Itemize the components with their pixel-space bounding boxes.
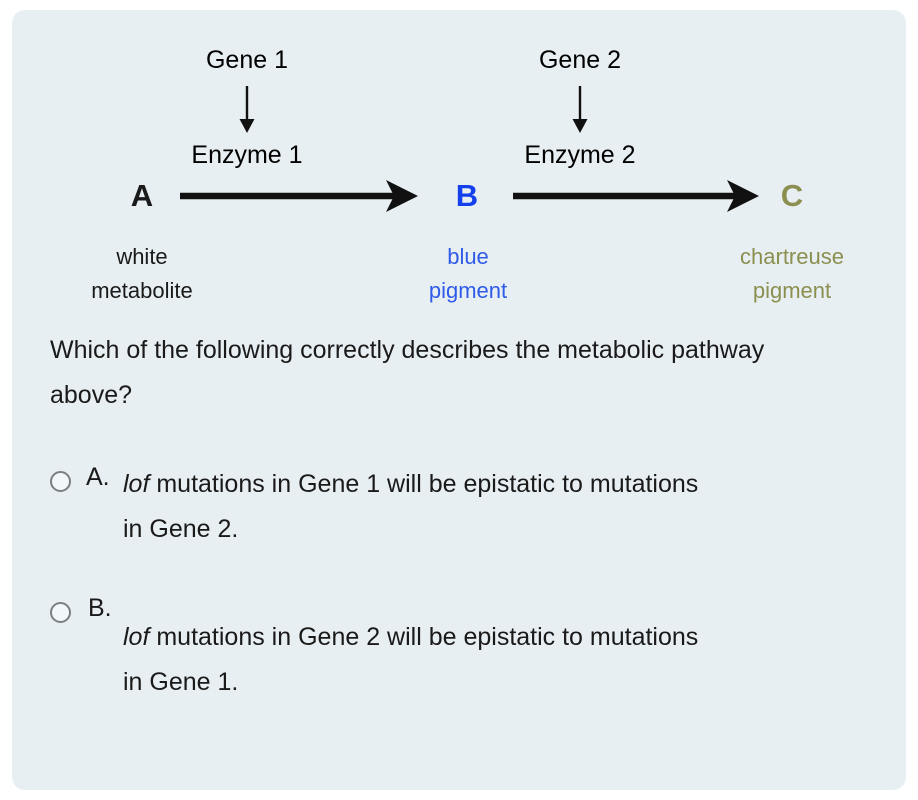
reaction-arrow-a-to-b-icon: [180, 179, 420, 213]
node-c-letter: C: [780, 178, 804, 213]
node-a-description: white metabolite: [62, 240, 222, 308]
node-a-description-line-2: metabolite: [91, 278, 193, 304]
node-a-description-line-1: white: [116, 244, 168, 269]
answer-option-a-letter: A.: [86, 463, 110, 491]
question-card: Gene 1 Gene 2 Enzyme 1 Enzyme 2: [12, 10, 906, 790]
answer-option-a[interactable]: A. lof mutations in Gene 1 will be epist…: [50, 462, 870, 551]
question-prompt: Which of the following correctly describ…: [50, 336, 765, 409]
answer-option-b-letter: B.: [88, 594, 112, 622]
radio-button-a[interactable]: [50, 471, 71, 492]
answer-option-a-text: lof mutations in Gene 1 will be epistati…: [123, 462, 713, 551]
answer-options-list: A. lof mutations in Gene 1 will be epist…: [50, 462, 870, 746]
gene-1-label: Gene 1: [205, 46, 288, 74]
answer-option-b-text: lof mutations in Gene 2 will be epistati…: [123, 615, 713, 704]
node-c-description-line-2: pigment: [752, 278, 832, 304]
gene-2-down-arrow-icon: [565, 86, 595, 134]
node-b-description: blue pigment: [410, 240, 526, 308]
node-c-description-line-1: chartreuse: [740, 244, 844, 269]
gene-1-down-arrow-icon: [232, 86, 262, 134]
answer-option-b[interactable]: B. lof mutations in Gene 2 will be epist…: [50, 593, 870, 704]
node-b-letter: B: [455, 178, 479, 213]
radio-button-b[interactable]: [50, 602, 71, 623]
enzyme-1-label: Enzyme 1: [191, 141, 303, 169]
node-b-description-line-1: blue: [447, 244, 489, 269]
node-c-description: chartreuse pigment: [704, 240, 880, 308]
metabolic-pathway-diagram: Gene 1 Gene 2 Enzyme 1 Enzyme 2: [12, 10, 906, 310]
node-b-description-line-2: pigment: [428, 278, 508, 304]
enzyme-2-label: Enzyme 2: [524, 141, 636, 169]
gene-2-label: Gene 2: [538, 46, 621, 74]
node-a-letter: A: [130, 178, 154, 213]
answer-option-b-italic-term: lof: [123, 623, 150, 651]
answer-option-a-rest: mutations in Gene 1 will be epistatic to…: [123, 470, 699, 543]
reaction-arrow-b-to-c-icon: [513, 179, 761, 213]
answer-option-b-rest: mutations in Gene 2 will be epistatic to…: [123, 623, 699, 696]
answer-option-a-italic-term: lof: [123, 470, 150, 498]
